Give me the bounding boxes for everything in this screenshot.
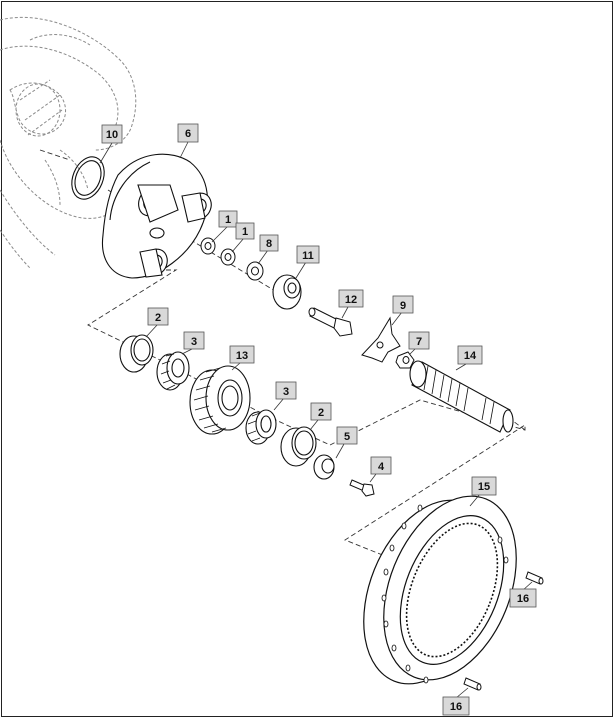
housing-ghost [0, 16, 137, 269]
callout-16b-label: 16 [450, 701, 462, 713]
callout-16a: 16 [509, 588, 537, 608]
callout-6: 6 [177, 123, 199, 143]
callout-1b-label: 1 [242, 226, 248, 238]
callout-13: 13 [229, 345, 255, 364]
callout-4-label: 4 [378, 461, 385, 473]
washer-part-8 [246, 261, 264, 281]
callout-5: 5 [336, 426, 358, 445]
roller-bearing-part-3b [245, 409, 277, 445]
roller-bearing-part-3a [156, 351, 190, 391]
washer-part-1b [220, 248, 236, 266]
callout-11: 11 [296, 245, 320, 264]
callout-14-label: 14 [464, 350, 477, 362]
sun-gear-shaft-part-14 [409, 360, 514, 433]
callout-16a-label: 16 [517, 593, 529, 605]
callout-14: 14 [457, 345, 483, 365]
bearing-cup-part-2b [280, 426, 317, 467]
callout-5-label: 5 [344, 431, 350, 443]
lock-plate-part-9 [361, 316, 401, 363]
callout-7-label: 7 [416, 336, 422, 348]
callout-9: 9 [392, 295, 414, 314]
callout-1b: 1 [235, 222, 255, 240]
pin-part-16a [525, 571, 544, 585]
callout-1a-label: 1 [225, 214, 231, 226]
o-ring-part-10 [71, 156, 105, 200]
callout-10: 10 [101, 124, 123, 144]
callout-2b-label: 2 [318, 407, 324, 419]
planet-carrier-part-6 [101, 153, 212, 279]
callout-6-label: 6 [185, 128, 191, 140]
callouts: 10 6 1 1 8 11 12 9 7 14 2 3 13 3 2 5 4 1… [101, 123, 537, 716]
callout-2a: 2 [147, 307, 169, 326]
bolt-part-12 [308, 307, 353, 337]
callout-15-label: 15 [478, 481, 490, 493]
leader-lines [99, 141, 533, 699]
planet-gear-part-13 [189, 365, 251, 435]
callout-12-label: 12 [345, 294, 357, 306]
callout-11-label: 11 [302, 250, 314, 262]
callout-12: 12 [338, 289, 364, 308]
callout-7: 7 [408, 331, 430, 350]
thrust-washer-part-11 [272, 274, 302, 310]
pin-part-16b [463, 677, 482, 691]
callout-3a: 3 [183, 331, 205, 350]
callout-2b: 2 [310, 402, 332, 421]
bearing-cup-part-2a [119, 334, 154, 373]
callout-3a-label: 3 [191, 336, 197, 348]
callout-2a-label: 2 [155, 312, 161, 324]
washer-part-5 [313, 454, 335, 480]
ring-gear-part-15 [363, 495, 517, 685]
callout-8-label: 8 [266, 238, 272, 250]
callout-15: 15 [471, 476, 497, 496]
callout-10-label: 10 [106, 129, 118, 141]
screw-part-4 [349, 479, 375, 497]
callout-3b-label: 3 [283, 386, 289, 398]
callout-9-label: 9 [400, 300, 406, 312]
callout-4: 4 [370, 456, 392, 475]
callout-16b: 16 [442, 696, 470, 716]
callout-1a: 1 [218, 210, 238, 228]
nut-part-7 [395, 351, 415, 369]
washer-part-1a [200, 237, 216, 255]
callout-3b: 3 [275, 381, 297, 400]
callout-8: 8 [259, 234, 279, 252]
callout-13-label: 13 [236, 350, 248, 362]
